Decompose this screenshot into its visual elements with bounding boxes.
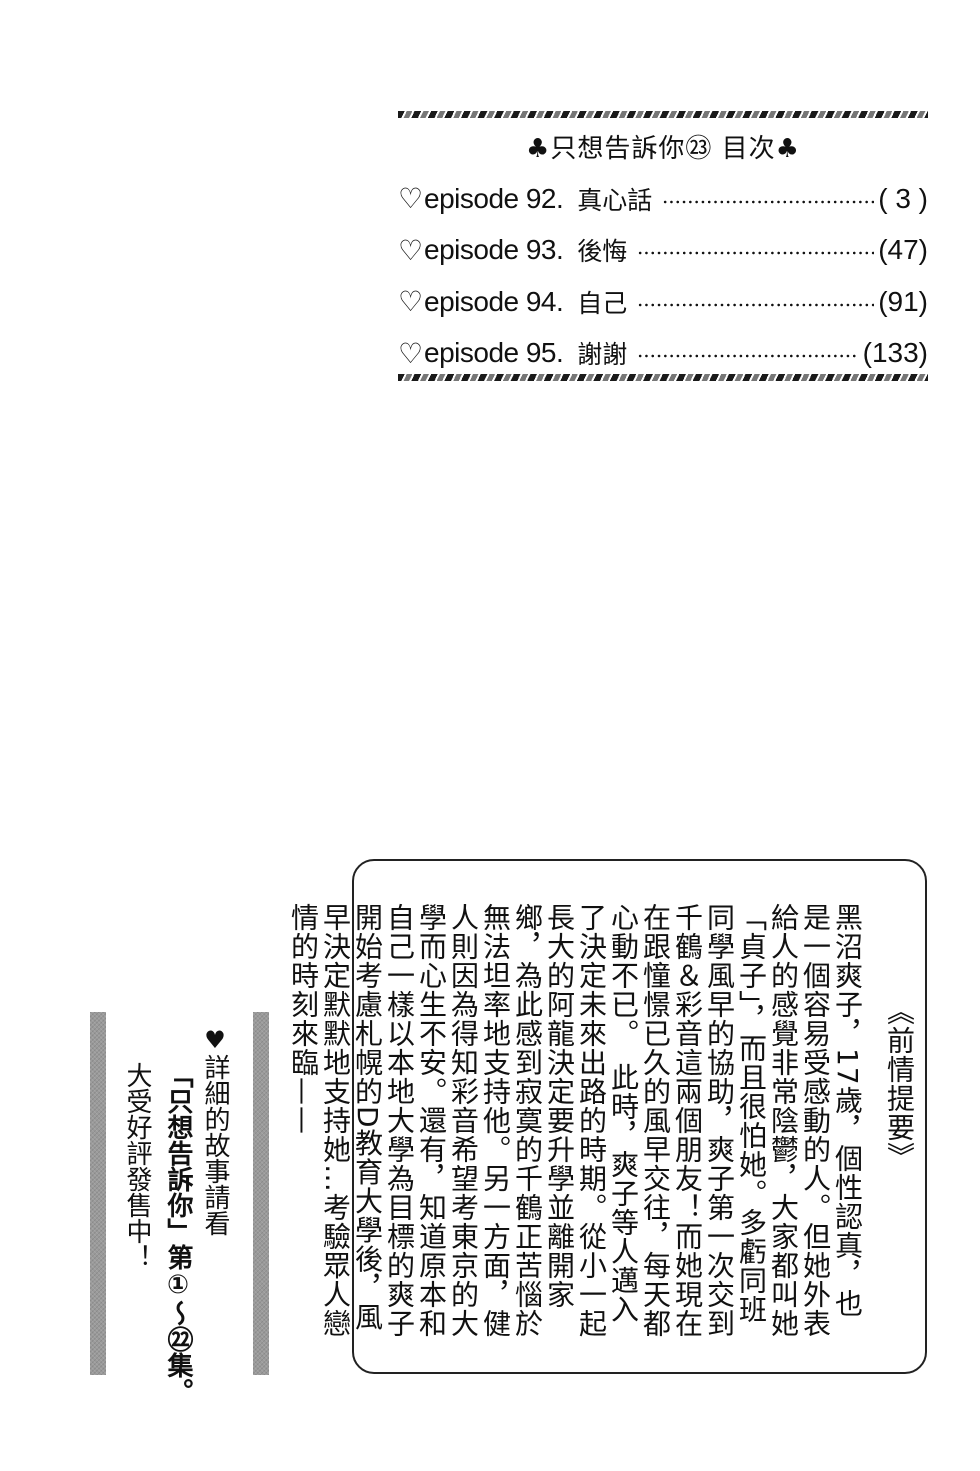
promo-line-3: 大受好評發售中！	[122, 1062, 152, 1270]
toc-episode-title: 自己	[577, 288, 628, 318]
toc-leader-dots	[637, 251, 874, 256]
heart-filled-icon: ♥	[201, 1026, 229, 1054]
summary-heading: 《前情提要》	[883, 997, 916, 1171]
toc-episode-number: episode 95.	[424, 337, 564, 369]
heart-outline-icon: ♡	[398, 183, 424, 215]
toc-page-number: ( 3 )	[878, 182, 928, 214]
toc-entry[interactable]: ♡ episode 93. 後悔 (47)	[398, 225, 928, 277]
toc-leader-dots	[637, 302, 874, 307]
summary-body: 黑沼爽子，17歲，個性認真，也是一個容易受感動的人。但她外表給人的感覺非常陰鬱，…	[287, 903, 864, 1338]
promo-line-1-text: 詳細的故事請看	[200, 1054, 230, 1236]
toc-leader-dots	[637, 354, 859, 359]
toc-episode-title: 後悔	[577, 237, 628, 267]
promo-line-2: 「只想告訴你」第①～㉒集。	[163, 1062, 193, 1404]
toc-episode-title: 謝謝	[577, 340, 628, 370]
promo-line-1: ♥詳細的故事請看	[200, 1026, 230, 1236]
screentone-bar-right	[253, 1012, 269, 1375]
screentone-bar-left	[90, 1012, 106, 1375]
toc-entry[interactable]: ♡ episode 92. 真心話 ( 3 )	[398, 173, 928, 225]
heart-outline-icon: ♡	[398, 337, 424, 369]
toc-entry[interactable]: ♡ episode 95. 謝謝 (133)	[398, 328, 928, 380]
summary-box: 《前情提要》 黑沼爽子，17歲，個性認真，也是一個容易受感動的人。但她外表給人的…	[287, 859, 927, 1374]
toc-title: ♣只想告訴你㉓ 目次♣	[526, 134, 800, 164]
toc-list: ♡ episode 92. 真心話 ( 3 ) ♡ episode 93. 後悔…	[398, 173, 928, 379]
toc-page-number: (47)	[878, 234, 928, 266]
toc-page-number: (91)	[878, 285, 928, 317]
toc-leader-dots	[662, 199, 874, 204]
toc-episode-title: 真心話	[577, 185, 653, 215]
toc-page-number: (133)	[862, 337, 928, 369]
toc-entry[interactable]: ♡ episode 94. 自己 (91)	[398, 276, 928, 328]
toc-episode-number: episode 93.	[424, 234, 564, 266]
toc-ribbon-bottom	[398, 374, 928, 381]
heart-outline-icon: ♡	[398, 286, 424, 318]
heart-outline-icon: ♡	[398, 234, 424, 266]
toc-episode-number: episode 92.	[424, 182, 564, 214]
toc-ribbon-top	[398, 111, 928, 118]
toc-episode-number: episode 94.	[424, 285, 564, 317]
